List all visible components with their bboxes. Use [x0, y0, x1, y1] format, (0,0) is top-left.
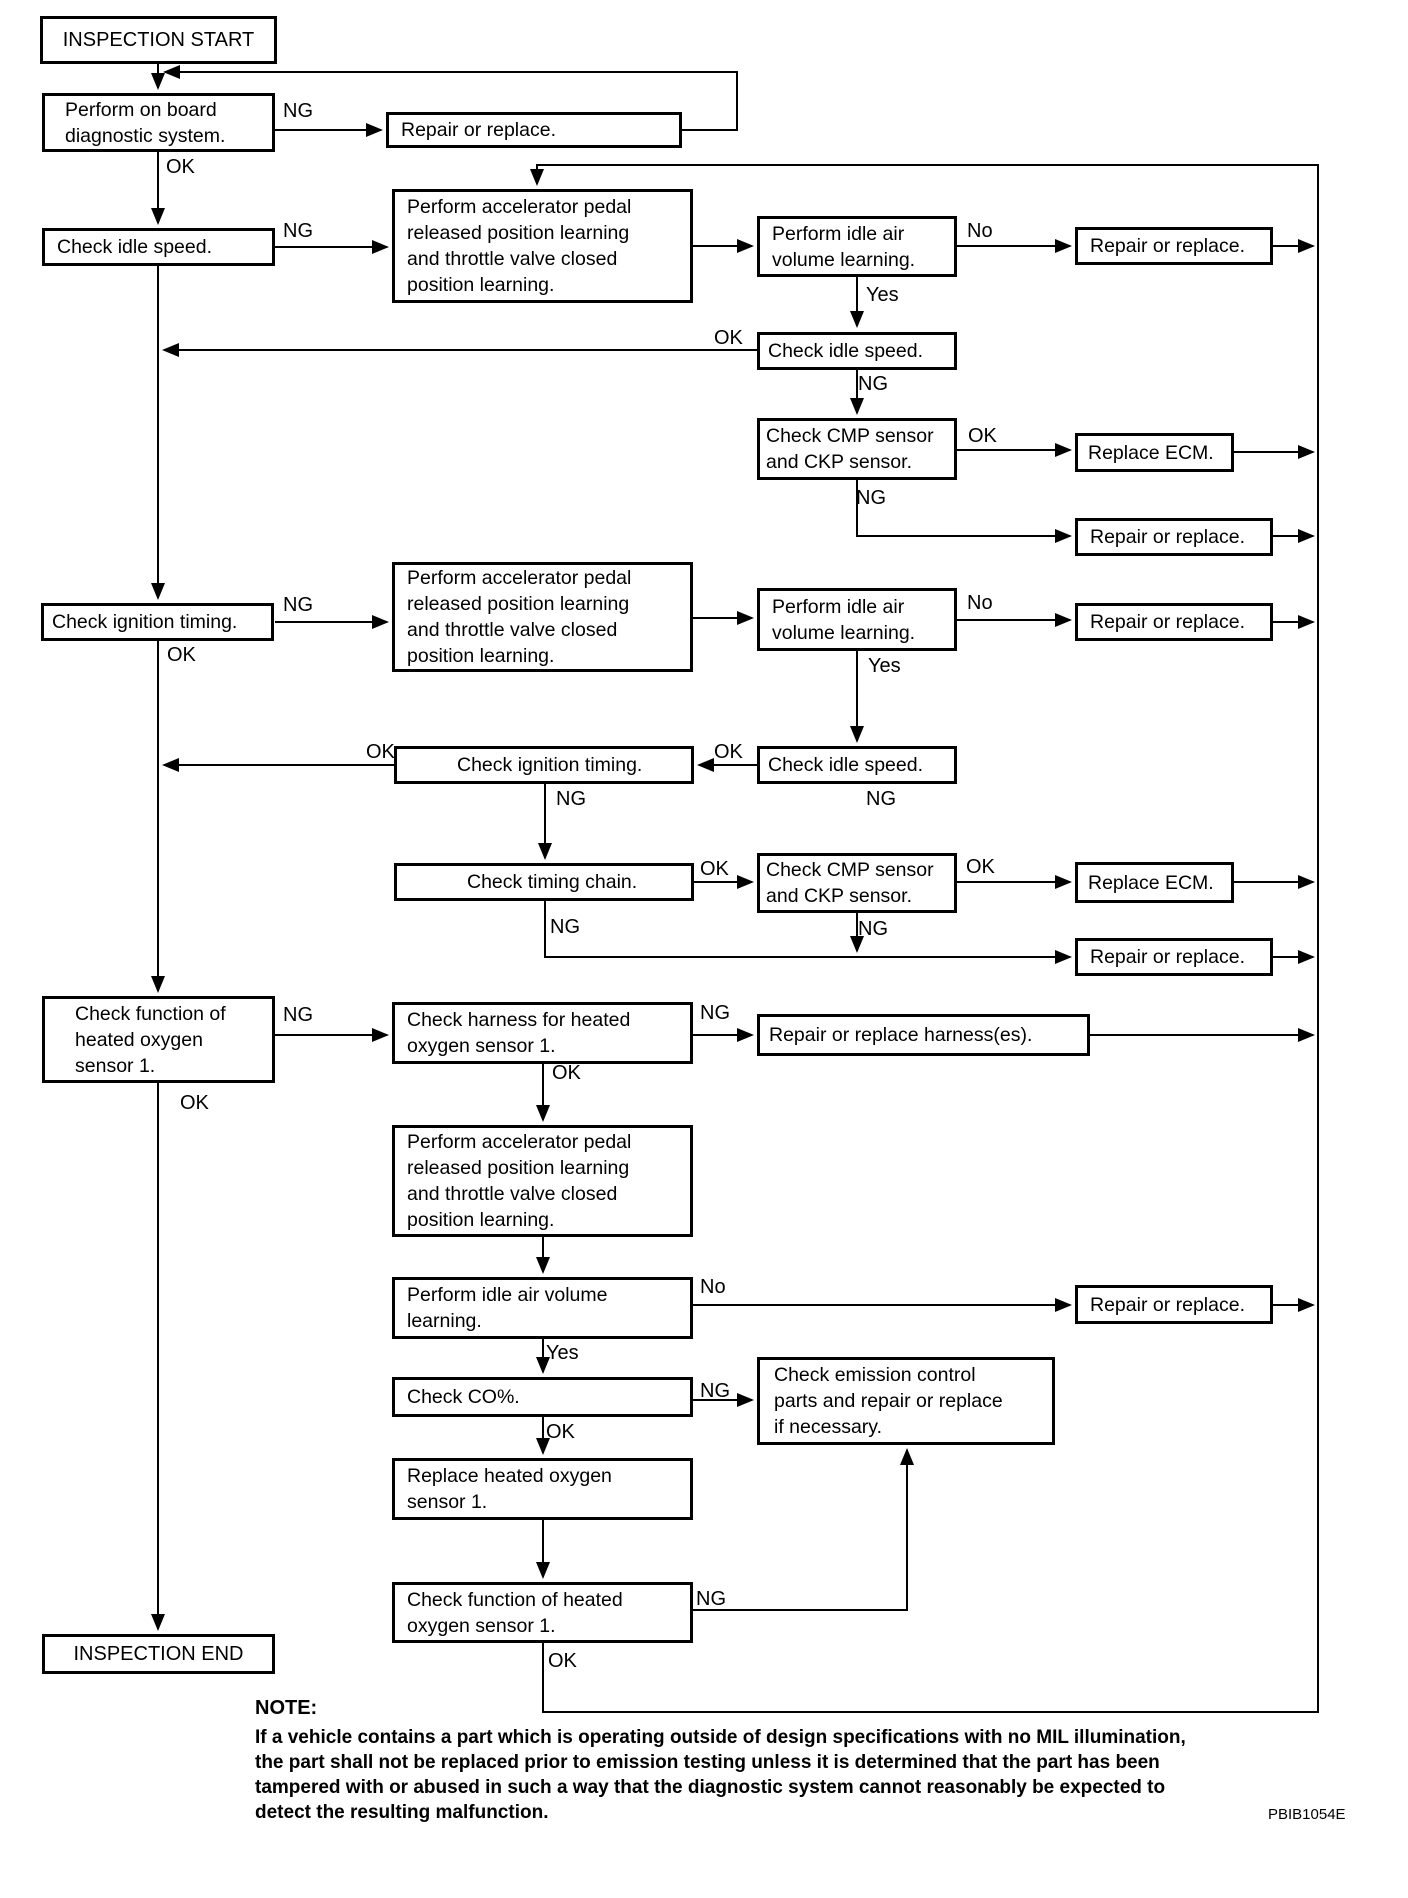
edge-label-ok-co: OK	[546, 1421, 575, 1443]
edge-label-no-air2: No	[967, 592, 993, 614]
edge-label-ok-obd: OK	[166, 156, 195, 178]
edge-label-ng-cmp2: NG	[858, 918, 888, 940]
edge-label-ng-idle1: NG	[283, 220, 313, 242]
node-perform-obd: Perform on board diagnostic system.	[42, 93, 275, 152]
edge-label-ok-timing: OK	[700, 858, 729, 880]
edge-label-ng-obd: NG	[283, 100, 313, 122]
node-check-function-hos-2: Check function of heated oxygen sensor 1…	[392, 1582, 693, 1643]
edge-label-ng-co: NG	[700, 1380, 730, 1402]
node-idle-air-learning-1: Perform idle air volume learning.	[757, 216, 957, 277]
node-check-function-hos-1: Check function of heated oxygen sensor 1…	[42, 996, 275, 1083]
edge-label-ng-harness: NG	[700, 1002, 730, 1024]
node-repair-or-replace-3: Repair or replace.	[1075, 518, 1273, 556]
edge-label-ok-harness: OK	[552, 1062, 581, 1084]
edge-label-no-air3: No	[700, 1276, 726, 1298]
node-check-ignition-timing-1: Check ignition timing.	[41, 603, 274, 641]
node-repair-or-replace-5: Repair or replace.	[1075, 938, 1273, 976]
node-accel-pedal-learning-2: Perform accelerator pedal released posit…	[392, 562, 693, 672]
node-check-timing-chain: Check timing chain.	[394, 863, 694, 901]
reference-code: PBIB1054E	[1268, 1806, 1346, 1823]
node-replace-hos: Replace heated oxygen sensor 1.	[392, 1458, 693, 1520]
edge-label-ok-ign1: OK	[167, 644, 196, 666]
node-check-emission-control: Check emission control parts and repair …	[757, 1357, 1055, 1445]
edge-label-ok-func1: OK	[180, 1092, 209, 1114]
node-idle-air-learning-2: Perform idle air volume learning.	[757, 588, 957, 651]
note-heading: NOTE:	[255, 1697, 318, 1719]
node-inspection-start: INSPECTION START	[40, 16, 277, 64]
node-accel-pedal-learning-3: Perform accelerator pedal released posit…	[392, 1125, 693, 1237]
edge-label-yes-air1: Yes	[866, 284, 899, 306]
edge-label-ng-idle3: NG	[866, 788, 896, 810]
edge-label-ok-func2: OK	[548, 1650, 577, 1672]
edge-label-ok-cmp1: OK	[968, 425, 997, 447]
edge-label-no-air1: No	[967, 220, 993, 242]
node-repair-or-replace-2: Repair or replace.	[1075, 227, 1273, 265]
node-repair-or-replace-harness: Repair or replace harness(es).	[757, 1014, 1090, 1056]
edge-label-yes-air2: Yes	[868, 655, 901, 677]
node-replace-ecm-1: Replace ECM.	[1075, 433, 1234, 472]
note-block: NOTE: If a vehicle contains a part which…	[255, 1696, 1330, 1825]
node-repair-or-replace-1: Repair or replace.	[386, 112, 682, 148]
node-check-co: Check CO%.	[392, 1377, 693, 1417]
edge-label-ng-func1: NG	[283, 1004, 313, 1026]
node-check-idle-speed-2: Check idle speed.	[757, 332, 957, 370]
node-idle-air-learning-3: Perform idle air volume learning.	[392, 1277, 693, 1339]
edge-label-ng-func2: NG	[696, 1588, 726, 1610]
node-inspection-end: INSPECTION END	[42, 1634, 275, 1674]
edge-label-ng-ign1: NG	[283, 594, 313, 616]
edge-label-ok-idle2: OK	[714, 327, 743, 349]
edge-label-yes-air3: Yes	[546, 1342, 579, 1364]
node-check-harness-hos: Check harness for heated oxygen sensor 1…	[392, 1002, 693, 1064]
node-check-ignition-timing-2: Check ignition timing.	[394, 746, 694, 784]
note-body: If a vehicle contains a part which is op…	[255, 1727, 1186, 1823]
edge-label-ok-ign2: OK	[366, 741, 395, 763]
node-replace-ecm-2: Replace ECM.	[1075, 862, 1234, 903]
node-check-cmp-ckp-2: Check CMP sensor and CKP sensor.	[757, 853, 957, 913]
node-check-cmp-ckp-1: Check CMP sensor and CKP sensor.	[757, 418, 957, 480]
edge-label-ok-idle3: OK	[714, 741, 743, 763]
node-check-idle-speed-3: Check idle speed.	[757, 746, 957, 784]
edge-label-ng-ign2: NG	[556, 788, 586, 810]
edge-label-ng-idle2: NG	[858, 373, 888, 395]
edge-label-ng-timing: NG	[550, 916, 580, 938]
edge-label-ok-cmp2: OK	[966, 856, 995, 878]
node-repair-or-replace-6: Repair or replace.	[1075, 1285, 1273, 1324]
edge-label-ng-cmp1: NG	[856, 487, 886, 509]
node-accel-pedal-learning-1: Perform accelerator pedal released posit…	[392, 189, 693, 303]
node-check-idle-speed-1: Check idle speed.	[42, 228, 275, 266]
node-repair-or-replace-4: Repair or replace.	[1075, 603, 1273, 641]
